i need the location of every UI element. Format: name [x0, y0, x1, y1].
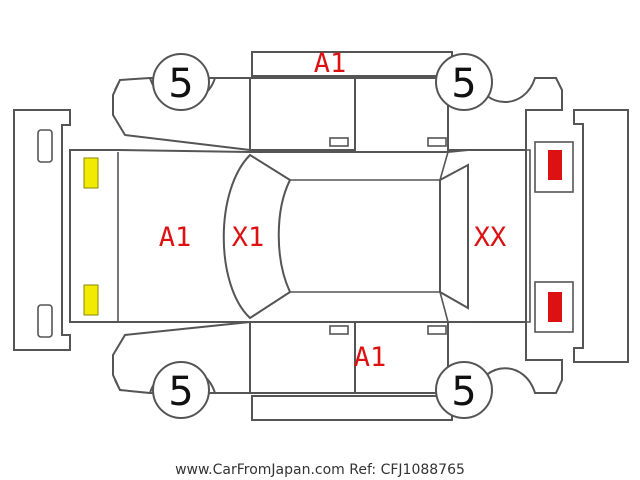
lower-door-handle-front: [329, 325, 349, 335]
footer-reference: www.CarFromJapan.com Ref: CFJ1088765: [175, 462, 465, 478]
windshield: [222, 153, 292, 320]
tire-rear-left-value: 5: [451, 61, 476, 107]
rear-lamp-bottom: [548, 292, 562, 322]
upper-door-handle-front: [329, 137, 349, 147]
trunk-outline: [468, 149, 531, 323]
tire-rear-right-value: 5: [451, 369, 476, 415]
mark-rear-glass: XX: [474, 222, 507, 253]
upper-door-handle-rear: [427, 137, 447, 147]
top-side-strip: [251, 51, 453, 77]
front-lamp-top: [83, 157, 99, 189]
bottom-side-strip: [251, 395, 453, 421]
tire-rear-right: 5: [435, 361, 493, 419]
mark-bottom-door: A1: [354, 342, 387, 373]
rear-lamp-top: [548, 150, 562, 180]
front-lamp-bottom: [83, 284, 99, 316]
front-bumper-vent-bottom: [37, 304, 53, 338]
mark-hood: A1: [159, 222, 192, 253]
mark-windshield: X1: [232, 222, 265, 253]
mark-top-panel: A1: [314, 48, 347, 79]
tire-front-left: 5: [152, 53, 210, 111]
front-bumper: [13, 109, 71, 351]
tire-front-right-value: 5: [168, 369, 193, 415]
lower-door-handle-rear: [427, 325, 447, 335]
rear-bumper: [573, 109, 629, 363]
rear-window: [439, 163, 469, 310]
tire-front-right: 5: [152, 361, 210, 419]
tire-front-left-value: 5: [168, 61, 193, 107]
tire-rear-left: 5: [435, 53, 493, 111]
front-bumper-vent-top: [37, 129, 53, 163]
